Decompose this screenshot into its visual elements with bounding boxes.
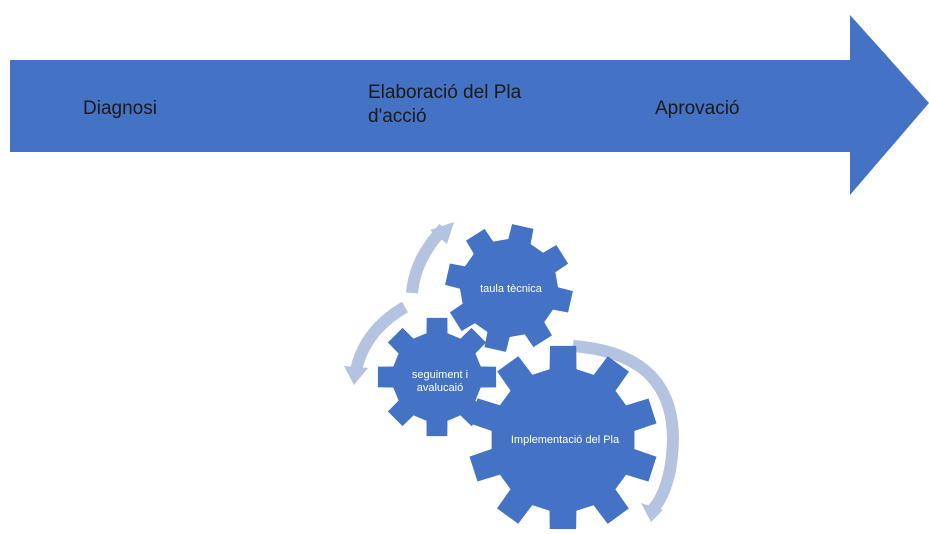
cycle-arrow-right-head (641, 503, 663, 522)
cycle-arrow-right (572, 340, 679, 515)
step-aprovacio: Aprovació (655, 98, 740, 119)
step-elaboracio: Elaboració del Pla d'acció (368, 82, 522, 127)
cycle-arrow-left-head (344, 366, 368, 385)
process-arrow (10, 15, 929, 195)
gear-left-label: seguiment i avalucaió (411, 369, 469, 394)
cycle-arrow-left (350, 301, 409, 372)
gear-left (377, 317, 497, 437)
gear-top (445, 224, 573, 352)
cycle-arrow-top (406, 223, 449, 294)
gear-bottom (469, 345, 657, 534)
gear-top-label: taula tècnica (480, 283, 542, 295)
step-diagnosi: Diagnosi (83, 98, 157, 119)
gear-bottom-label: Implementació del Pla (510, 434, 620, 446)
cycle-arrow-top-head (430, 222, 454, 244)
